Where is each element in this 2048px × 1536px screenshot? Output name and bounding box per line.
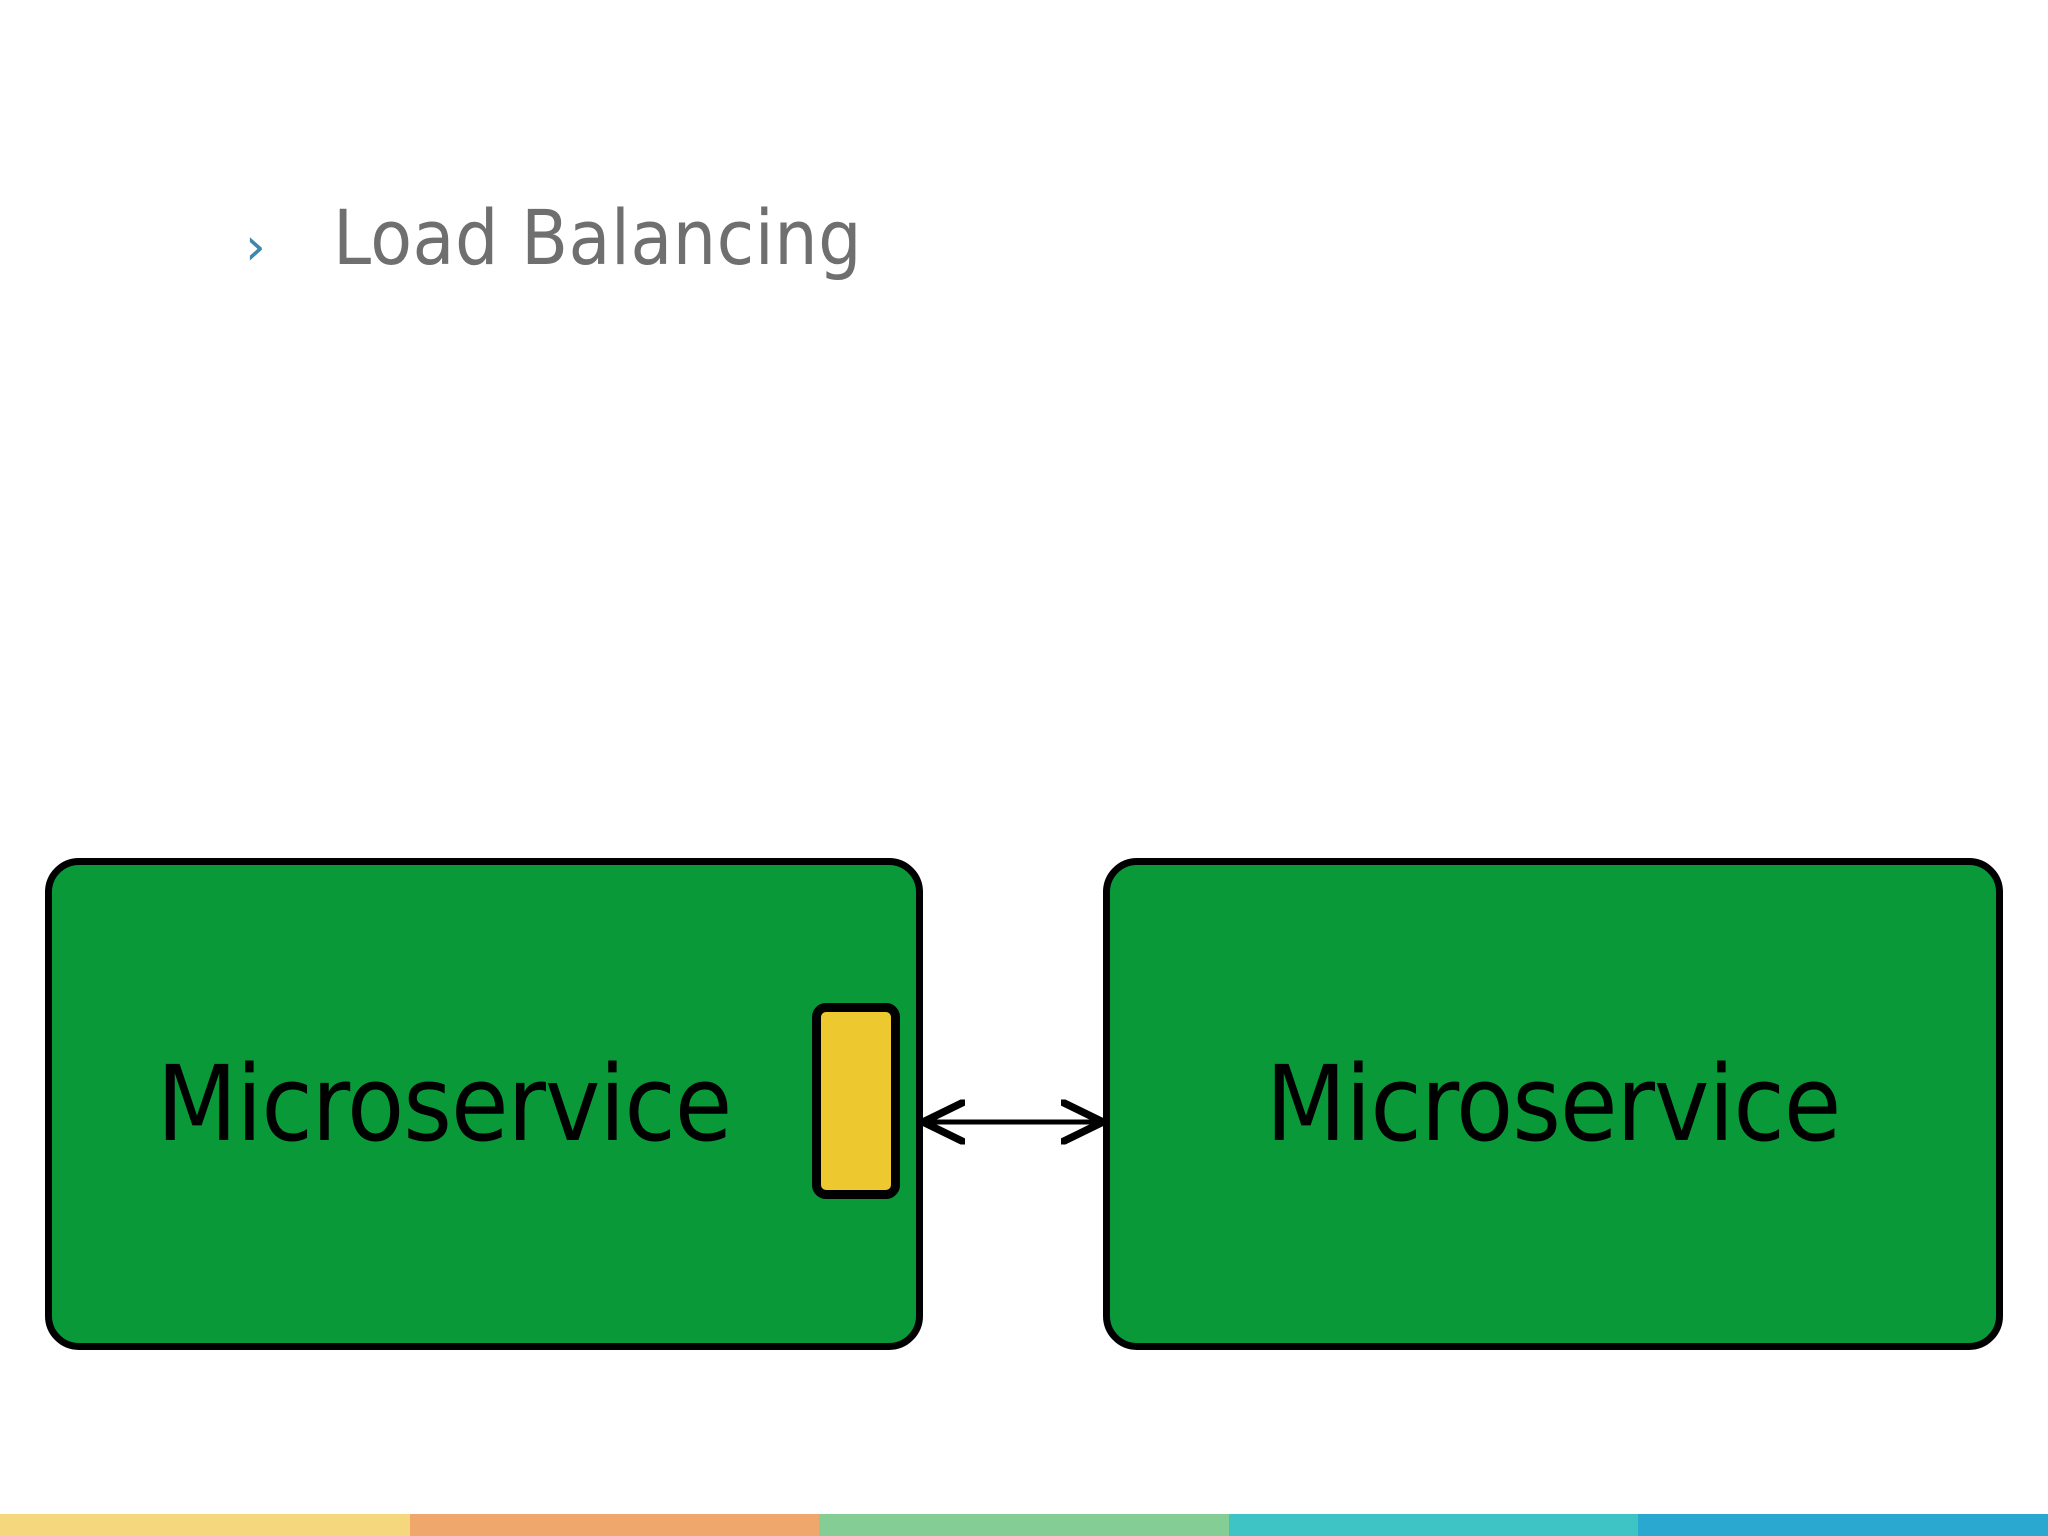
band-blue xyxy=(1638,1514,2048,1536)
footer-color-band xyxy=(0,1514,2048,1536)
bullet-label: Load Balancing xyxy=(333,193,862,282)
bullet-item-load-balancing: › Load Balancing xyxy=(245,200,862,276)
diagram-node-microservice-left: Microservice xyxy=(45,858,923,1350)
bidirectional-arrow-icon xyxy=(910,1072,1116,1172)
band-orange xyxy=(409,1514,820,1536)
band-yellow xyxy=(0,1514,410,1536)
band-green xyxy=(819,1514,1229,1536)
diagram-node-label: Microservice xyxy=(1265,1043,1842,1165)
diagram-node-label: Microservice xyxy=(156,1043,733,1165)
load-balancer-port-marker xyxy=(812,1003,900,1199)
band-teal xyxy=(1228,1514,1639,1536)
chevron-right-icon: › xyxy=(245,217,266,277)
diagram-node-microservice-right: Microservice xyxy=(1103,858,2003,1350)
